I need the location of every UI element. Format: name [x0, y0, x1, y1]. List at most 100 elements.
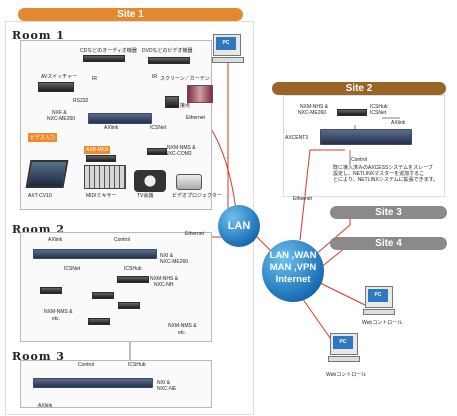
axlink-label: AXlink	[104, 125, 119, 131]
midi-mixer-device	[84, 165, 126, 189]
room3-nxi-device	[33, 378, 153, 388]
site-1-label: Site 1	[117, 9, 144, 20]
nxm-nms-device	[147, 148, 167, 155]
room2-nxc-me260-label: NXC-ME260	[160, 259, 189, 265]
nxc-me260-label: NXC-ME260	[47, 116, 76, 122]
site2-note-line2: 設定し、NETLINXマスターを追加するこ	[333, 171, 425, 177]
room2-etc-label-2: etc.	[178, 330, 187, 336]
wan-label-line3: Internet	[275, 274, 311, 285]
axb-midi-device	[86, 155, 116, 162]
lan-globe: LAN	[218, 205, 260, 247]
site2-nxc-me260-label: NXC-ME260	[298, 110, 327, 116]
pc-web-1-label: PC	[368, 289, 388, 302]
ir-label-1: IR	[92, 76, 97, 82]
ethernet-site2-wan	[299, 149, 345, 241]
room2-module-3	[118, 302, 140, 309]
room2-ethernet-label: Ethernet	[185, 231, 204, 237]
room2-nxi-label: NXI &	[160, 253, 174, 259]
site2-icsnet-label: ICSNet	[370, 110, 387, 116]
relay-label: 接点	[180, 103, 191, 109]
pc-web-2: PC	[330, 333, 358, 355]
room2-module-4	[88, 318, 110, 325]
pc-site1: PC	[213, 34, 241, 56]
site2-axcent3-device	[320, 129, 412, 145]
site-2-label: Site 2	[345, 83, 373, 94]
axt-cv10-label: AXT-CV10	[28, 193, 52, 199]
room2-icshub-label: ICSHub	[124, 266, 142, 272]
lan-label: LAN	[227, 220, 251, 232]
wan-label-line2: MAN ,VPN	[269, 262, 317, 273]
web-control-label-2: Webコントロール	[326, 372, 367, 378]
site-4-label: Site 4	[375, 238, 402, 249]
pc-web-1: PC	[365, 286, 393, 308]
room2-axlink-label: AXlink	[48, 237, 63, 243]
room3-control-label: Control	[78, 362, 95, 368]
midi-mixer-label: MIDIミキサー	[86, 193, 117, 199]
dvd-player-device	[148, 57, 190, 64]
room3-icshub-label: ICSHub	[128, 362, 146, 368]
projector-device	[176, 174, 202, 190]
room3-nxi-label: NXI &	[157, 380, 171, 386]
room2-nxm-nms-label-2: NXM-NMS &	[168, 323, 197, 329]
nxm-nms-label: NXM-NMS &	[167, 145, 196, 151]
av-switcher-device	[38, 82, 74, 92]
ethernet-label-room1: Ethernet	[186, 115, 205, 121]
site2-nxm-nhs-label: NXM-NHS &	[300, 104, 329, 110]
axb-midi-tag: AXB-MIDI	[84, 146, 111, 154]
site2-axcent3-label: AXCENT3	[285, 135, 309, 141]
site2-note-line1: 既に導入済みのAXCESSシステムをスレーブ	[333, 165, 433, 171]
nxf-master-device	[88, 113, 152, 124]
room2-nxm-nhs-label: NXM-NHS &	[150, 276, 179, 282]
pc-web-2-base	[328, 356, 360, 362]
web-control-label-1: Webコントロール	[362, 320, 403, 326]
room2-control-label: Control	[114, 237, 131, 243]
site-4-header: Site 4	[330, 237, 447, 250]
relay-device	[165, 96, 179, 108]
room2-etc-label-1: etc.	[52, 316, 61, 322]
wan-globe: LAN ,WAN MAN ,VPN Internet	[262, 240, 324, 302]
site-1-header: Site 1	[18, 8, 243, 21]
room-3-title: Room 3	[12, 350, 65, 363]
pc-web-2-label: PC	[333, 336, 353, 349]
cd-player-device	[83, 55, 125, 62]
site2-note-line3: とにより、NETLINXシステムに拡張できます。	[333, 177, 439, 183]
room2-icsnet-label: ICSNet	[64, 266, 81, 272]
av-switcher-label: AVスイッチャー	[41, 74, 78, 80]
projector-label: ビデオプロジェクター	[172, 193, 222, 199]
cd-player-label: CDなどのオーディオ機器	[80, 48, 137, 54]
pc-site1-base	[212, 57, 244, 63]
site-2-region	[283, 95, 445, 197]
dvd-player-label: DVDなどのビデオ機器	[142, 48, 193, 54]
ir-label-2: IR	[152, 74, 157, 80]
room3-axlink-label: AXlink	[38, 403, 53, 409]
room3-nxc-ne-label: NXC-NE	[157, 386, 177, 392]
site-3-header: Site 3	[330, 206, 447, 219]
room2-module-1	[40, 287, 62, 294]
ethernet-wan-pc1	[317, 281, 366, 306]
wan-label-line1: LAN ,WAN	[269, 250, 317, 261]
site2-ethernet-label: Ethernet	[293, 196, 312, 202]
rs232-label: RS232	[73, 98, 89, 104]
pc-site1-label: PC	[216, 37, 236, 50]
room2-nxm-nms-label-1: NXM-NMS &	[44, 309, 73, 315]
pc-web-1-base	[363, 309, 395, 315]
room2-hub-device	[117, 276, 149, 283]
screen-label: スクリーン／カーテン	[160, 76, 210, 82]
site-2-header: Site 2	[272, 82, 446, 95]
room2-nxi-device	[33, 249, 157, 259]
ethernet-wan-pc2	[299, 294, 336, 346]
screen-curtain-device	[187, 85, 213, 103]
nxc-com2-label: NXC-COM2	[165, 151, 192, 157]
room2-module-2	[92, 292, 114, 299]
room2-nxc-nh-label: NXC-NH	[154, 282, 174, 288]
site2-icshub-label: ICSHub	[370, 104, 388, 110]
icsnet-label: ICSNet	[150, 125, 167, 131]
site2-axlink-label: AXlink	[391, 120, 406, 126]
axt-cv10-touchpanel	[25, 160, 69, 188]
site2-hub-device	[337, 109, 367, 116]
video-input-tag: ビデオ入力	[28, 133, 58, 142]
site-3-label: Site 3	[375, 207, 402, 218]
tv-conf-label: TV会議	[137, 193, 154, 199]
tv-conf-device	[134, 170, 166, 192]
nxf-label: NXF &	[52, 110, 67, 116]
